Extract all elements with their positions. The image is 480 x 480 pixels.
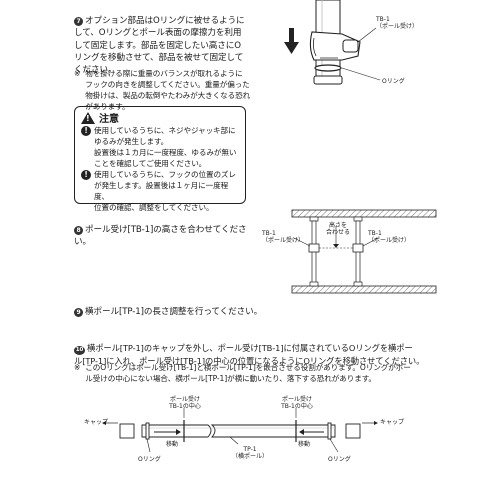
fig3-move-left: 移動 <box>166 441 179 448</box>
cap-left <box>119 423 135 439</box>
oring-right <box>327 422 332 440</box>
fig3-cap-left: キャップ <box>84 419 109 426</box>
arrow-cap-left-icon <box>102 421 118 425</box>
ceiling <box>291 209 437 218</box>
step8-body: ポール受け[TB-1]の高さを合わせてくださ い。 <box>74 225 247 248</box>
fig2-right-name: TB-1 <box>368 230 382 237</box>
arrow-right-icon <box>154 429 181 435</box>
oring-ring <box>314 64 342 72</box>
note-mark: ※ <box>74 69 81 78</box>
height-guide <box>319 226 353 249</box>
fig1-oring-label: Oリング <box>382 78 405 85</box>
fig1-tb1-sub: （ポール受け） <box>376 23 419 30</box>
fig2-right-sub: （ポール受け） <box>368 237 411 244</box>
floor <box>291 285 437 294</box>
caution-item-1: ! 使用しているうちに、ネジやジャッキ部に ゆるみが発生します。 設置後は１カ月… <box>81 125 243 169</box>
step9-body: 横ポール[TP-1]の長さ調整を行ってください。 <box>85 307 263 317</box>
caution-box: ! 注意 ! 使用しているうちに、ネジやジャッキ部に ゆるみが発生します。 設置… <box>74 106 246 212</box>
caution-title: 注意 <box>99 114 119 125</box>
fig2-left-sub: （ポール受け） <box>262 237 305 244</box>
fig2-left-name: TB-1 <box>262 230 276 237</box>
pole-left <box>308 216 320 287</box>
figure-height-match <box>291 209 437 294</box>
step-number-10: 10 <box>74 346 85 356</box>
arrow-cap-right-icon <box>362 421 378 425</box>
pole-horizontal <box>141 424 336 438</box>
fig3-oring-left: Oリング <box>138 456 161 463</box>
fig2-center-label: 高さを 合わせる <box>325 222 350 236</box>
tb1-bracket <box>309 31 361 61</box>
step-number-9: 9 <box>74 308 83 317</box>
note-oring-text: このOリングはポール受け[TB-1]と横ポール[TP-1]を嵌合させる役割があり… <box>85 363 411 383</box>
fig2-left-label: TB-1 （ポール受け） <box>262 230 304 244</box>
note-oring: ※ このOリングはポール受け[TB-1]と横ポール[TP-1]を嵌合させる役割が… <box>74 362 478 384</box>
fig2-right-label: TB-1 （ポール受け） <box>368 230 410 244</box>
cap-right <box>345 423 361 439</box>
fig3-pole-label: TP-1 （横ポール） <box>231 446 268 460</box>
step7-body: オプション部品はOリングに被せるように して、Oリングとポール表面の摩擦力を利用… <box>74 16 245 76</box>
warning-triangle-icon: ! <box>81 111 95 124</box>
fig3-cap-right: キャップ <box>380 419 405 426</box>
step-number-8: 8 <box>74 226 83 236</box>
exclamation-icon: ! <box>81 170 91 180</box>
figure-pole-tb1 <box>284 0 381 85</box>
oring-left <box>145 422 150 440</box>
fig3-center-left: ポール受け TB-1の中心 <box>169 396 201 410</box>
note-mark: ※ <box>74 363 81 372</box>
figure-horizontal-pole <box>102 408 378 453</box>
pole-right <box>352 216 364 287</box>
caution-item-2-text: 使用しているうちに、フックの位置のズレ が発生します。設置後は１ヶ月に一度程度、… <box>94 170 236 212</box>
fig3-oring-right: Oリング <box>328 456 351 463</box>
fig1-tb1-label: TB-1 （ポール受け） <box>376 16 418 30</box>
step10-body: 横ポール[TP-1]のキャップを外し、ポール受け[TB-1]に付属されているOリ… <box>74 343 425 367</box>
exclamation-icon: ! <box>81 126 91 136</box>
step-number-7: 7 <box>74 17 83 27</box>
arrow-down-icon <box>284 28 299 54</box>
fig1-tb1-name: TB-1 <box>376 16 390 23</box>
caution-item-1-text: 使用しているうちに、ネジやジャッキ部に ゆるみが発生します。 設置後は１カ月に一… <box>94 126 237 168</box>
fig3-center-right: ポール受け TB-1の中心 <box>281 396 313 410</box>
fig3-move-right: 移動 <box>298 441 311 448</box>
caution-item-2: ! 使用しているうちに、フックの位置のズレ が発生します。設置後は１ヶ月に一度程… <box>81 169 243 213</box>
arrow-left-icon <box>299 429 324 435</box>
caution-header: ! 注意 <box>81 110 119 125</box>
